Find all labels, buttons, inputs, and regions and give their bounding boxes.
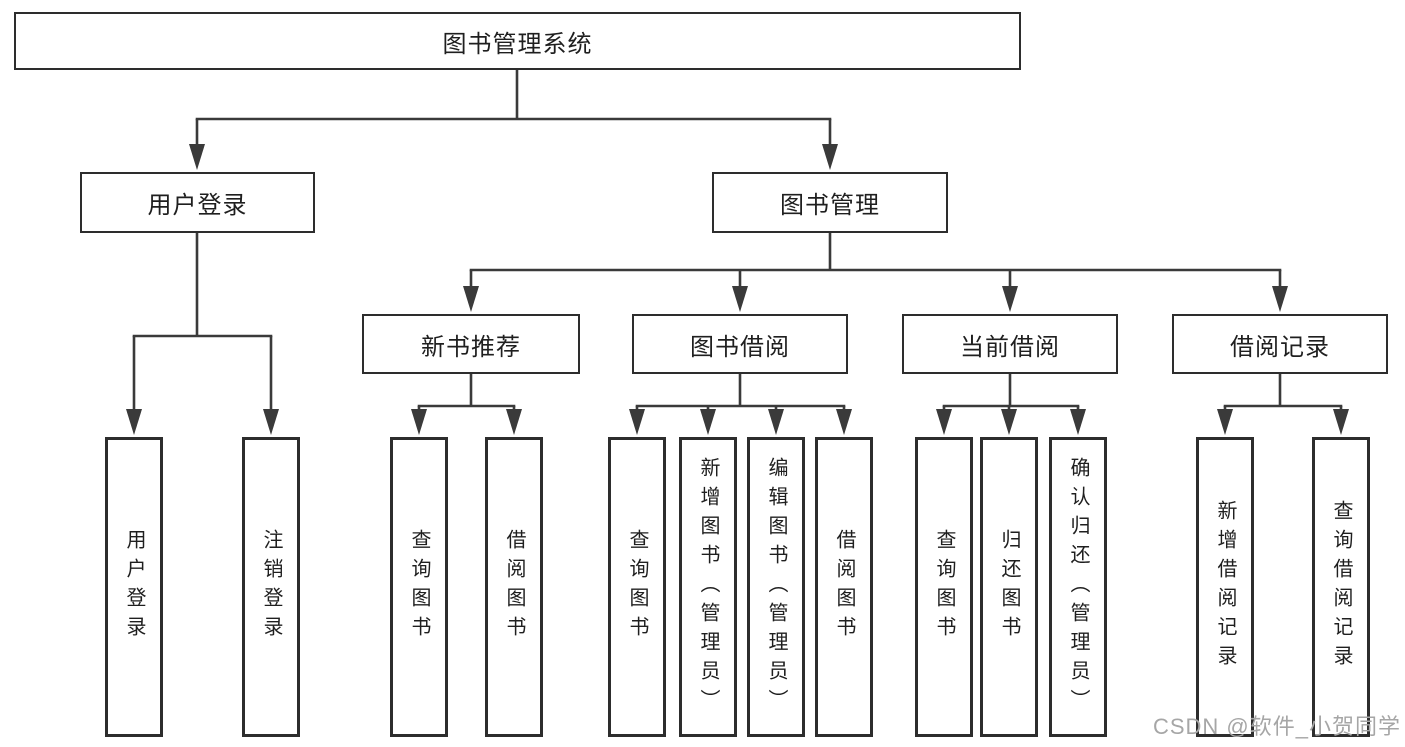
node-label: 用户登录 (147, 192, 248, 219)
leaf-nb-borrow-books: 借阅图书 (485, 437, 543, 737)
node-label: 图书借阅 (690, 333, 790, 361)
node-book-borrow: 图书借阅 (632, 314, 848, 374)
node-label: 借阅记录 (1230, 333, 1330, 361)
node-label: 确认归还（管理员） (1067, 456, 1089, 718)
node-label: 借阅图书 (503, 529, 525, 645)
node-book-mgmt: 图书管理 (712, 172, 948, 233)
node-label: 查询图书 (933, 529, 955, 645)
node-label: 图书管理系统 (442, 30, 593, 58)
node-label: 查询图书 (626, 529, 648, 645)
leaf-nb-query-books: 查询图书 (390, 437, 448, 737)
leaf-bb-edit-books-admin: 编辑图书（管理员） (747, 437, 805, 737)
leaf-bb-borrow-books: 借阅图书 (815, 437, 873, 737)
node-label: 查询借阅记录 (1330, 500, 1352, 674)
leaf-cb-confirm-return-admin: 确认归还（管理员） (1049, 437, 1107, 737)
node-current-borrow: 当前借阅 (902, 314, 1118, 374)
edge-book-mgmt-to-groups (463, 233, 1288, 312)
node-root: 图书管理系统 (14, 12, 1021, 70)
node-borrow-records: 借阅记录 (1172, 314, 1388, 374)
node-user-login: 用户登录 (80, 172, 315, 233)
edge-current-borrow-to-leaves (936, 374, 1086, 435)
node-label: 编辑图书（管理员） (765, 456, 787, 718)
edge-new-book-recommend-to-leaves (411, 374, 522, 435)
leaf-logout: 注销登录 (242, 437, 300, 737)
node-label: 新增图书（管理员） (697, 456, 719, 718)
node-label: 注销登录 (260, 529, 282, 645)
leaf-cb-return-books: 归还图书 (980, 437, 1038, 737)
node-label: 新书推荐 (421, 333, 521, 361)
node-label: 查询图书 (408, 529, 430, 645)
leaf-cb-query-books: 查询图书 (915, 437, 973, 737)
leaf-br-add-record: 新增借阅记录 (1196, 437, 1254, 737)
node-label: 借阅图书 (833, 529, 855, 645)
node-label: 图书管理 (780, 192, 880, 219)
edge-root-to-level2 (189, 70, 838, 170)
edge-book-borrow-to-leaves (629, 374, 852, 435)
watermark: CSDN @软件_小贺同学 (1152, 714, 1401, 739)
node-label: 用户登录 (123, 529, 145, 645)
node-label: 新增借阅记录 (1214, 500, 1236, 674)
edge-borrow-records-to-leaves (1217, 374, 1349, 435)
node-label: 当前借阅 (960, 333, 1060, 361)
node-new-book-recommend: 新书推荐 (362, 314, 580, 374)
node-label: 归还图书 (998, 529, 1020, 645)
leaf-user-login: 用户登录 (105, 437, 163, 737)
leaf-br-query-record: 查询借阅记录 (1312, 437, 1370, 737)
leaf-bb-query-books: 查询图书 (608, 437, 666, 737)
edge-user-login-to-leaves (126, 233, 279, 435)
leaf-bb-add-books-admin: 新增图书（管理员） (679, 437, 737, 737)
